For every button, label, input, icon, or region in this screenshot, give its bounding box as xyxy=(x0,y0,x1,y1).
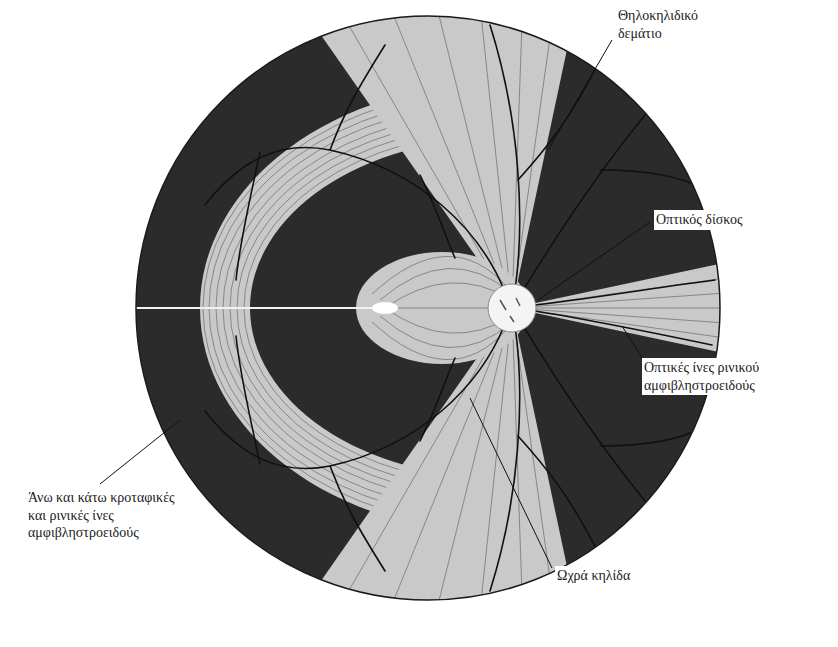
leader-lines xyxy=(100,40,650,568)
optic-disc-vessels xyxy=(500,298,520,322)
label-text: Οπτικές ίνες ρινικού αμφιβληστροειδούς xyxy=(642,358,832,395)
label-text: Ωχρά κηλίδα xyxy=(555,566,675,586)
retina-outline xyxy=(136,16,720,600)
horizontal-raphe xyxy=(130,307,372,309)
label-text: Οπτικός δίσκος xyxy=(654,210,784,230)
label-text: Άνω και κάτω κροταφικές και ρινικές ίνες… xyxy=(26,488,178,543)
leader-line xyxy=(622,326,642,358)
label-text: Θηλοκηλιδικό δεμάτιο xyxy=(616,6,728,43)
macula xyxy=(372,302,398,314)
leader-line xyxy=(100,420,180,484)
leader-line xyxy=(470,398,552,568)
blood-vessels xyxy=(205,25,715,591)
leader-line xyxy=(538,222,650,300)
leader-line xyxy=(548,40,612,150)
nasal-fibers xyxy=(283,0,838,647)
optic-disc xyxy=(488,284,536,332)
